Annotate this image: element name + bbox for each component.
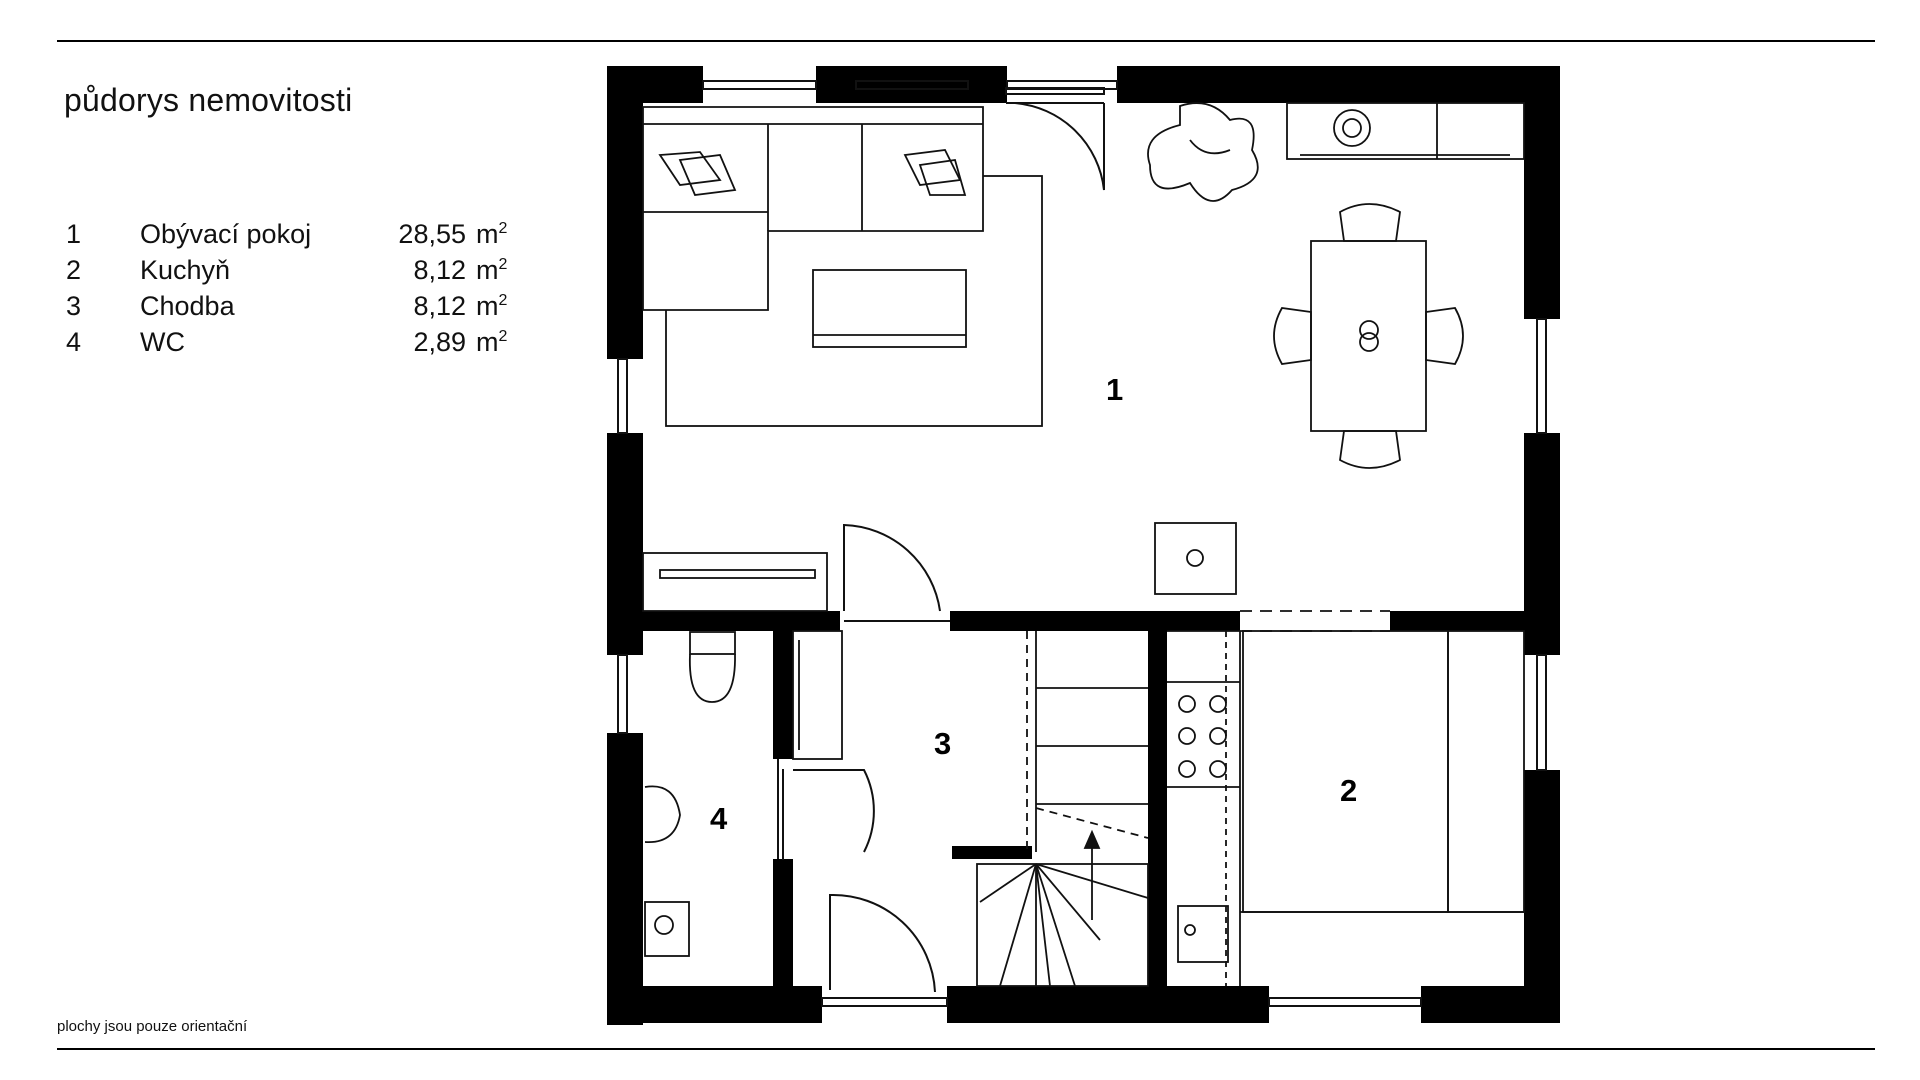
windows xyxy=(617,80,1547,1007)
legend-row: 3 Chodba 8,12 m2 xyxy=(66,288,524,324)
legend-row: 2 Kuchyň 8,12 m2 xyxy=(66,252,524,288)
room-area: 8,12 xyxy=(413,290,466,321)
room-number: 3 xyxy=(66,290,82,321)
room-area: 8,12 xyxy=(413,254,466,285)
room-unit: m2 xyxy=(476,290,508,321)
room-name: Chodba xyxy=(140,290,235,321)
page-title: půdorys nemovitosti xyxy=(64,82,353,118)
interior-walls xyxy=(643,611,1524,986)
bottom-rule xyxy=(57,1048,1875,1050)
room-name: Kuchyň xyxy=(140,254,231,285)
room-number: 4 xyxy=(66,326,82,357)
room-number: 2 xyxy=(66,254,82,285)
legend-row: 4 WC 2,89 m2 xyxy=(66,324,524,360)
room-legend: 1 Obývací pokoj 28,55 m2 2 Kuchyň 8,12 m… xyxy=(66,216,524,360)
legend-row: 1 Obývací pokoj 28,55 m2 xyxy=(66,216,524,252)
doors xyxy=(777,87,1105,993)
wc-fixtures xyxy=(644,631,736,957)
room-name: Obývací pokoj xyxy=(140,218,312,249)
top-rule xyxy=(57,40,1875,42)
living-furniture xyxy=(642,102,1525,612)
room-number: 1 xyxy=(66,218,82,249)
footnote: plochy jsou pouze orientační xyxy=(57,1018,248,1035)
room-1-label: 1 xyxy=(1106,372,1123,407)
outer-walls xyxy=(607,66,1560,1025)
room-area: 28,55 xyxy=(398,218,466,249)
room-name: WC xyxy=(140,326,185,357)
room-unit: m2 xyxy=(476,254,508,285)
room-unit: m2 xyxy=(476,218,508,249)
hall-stairs xyxy=(792,630,1149,987)
room-2-label: 2 xyxy=(1340,773,1357,808)
room-area: 2,89 xyxy=(413,326,466,357)
room-unit: m2 xyxy=(476,326,508,357)
kitchen xyxy=(1167,610,1525,986)
room-4-label: 4 xyxy=(710,801,728,836)
room-3-label: 3 xyxy=(934,726,951,761)
